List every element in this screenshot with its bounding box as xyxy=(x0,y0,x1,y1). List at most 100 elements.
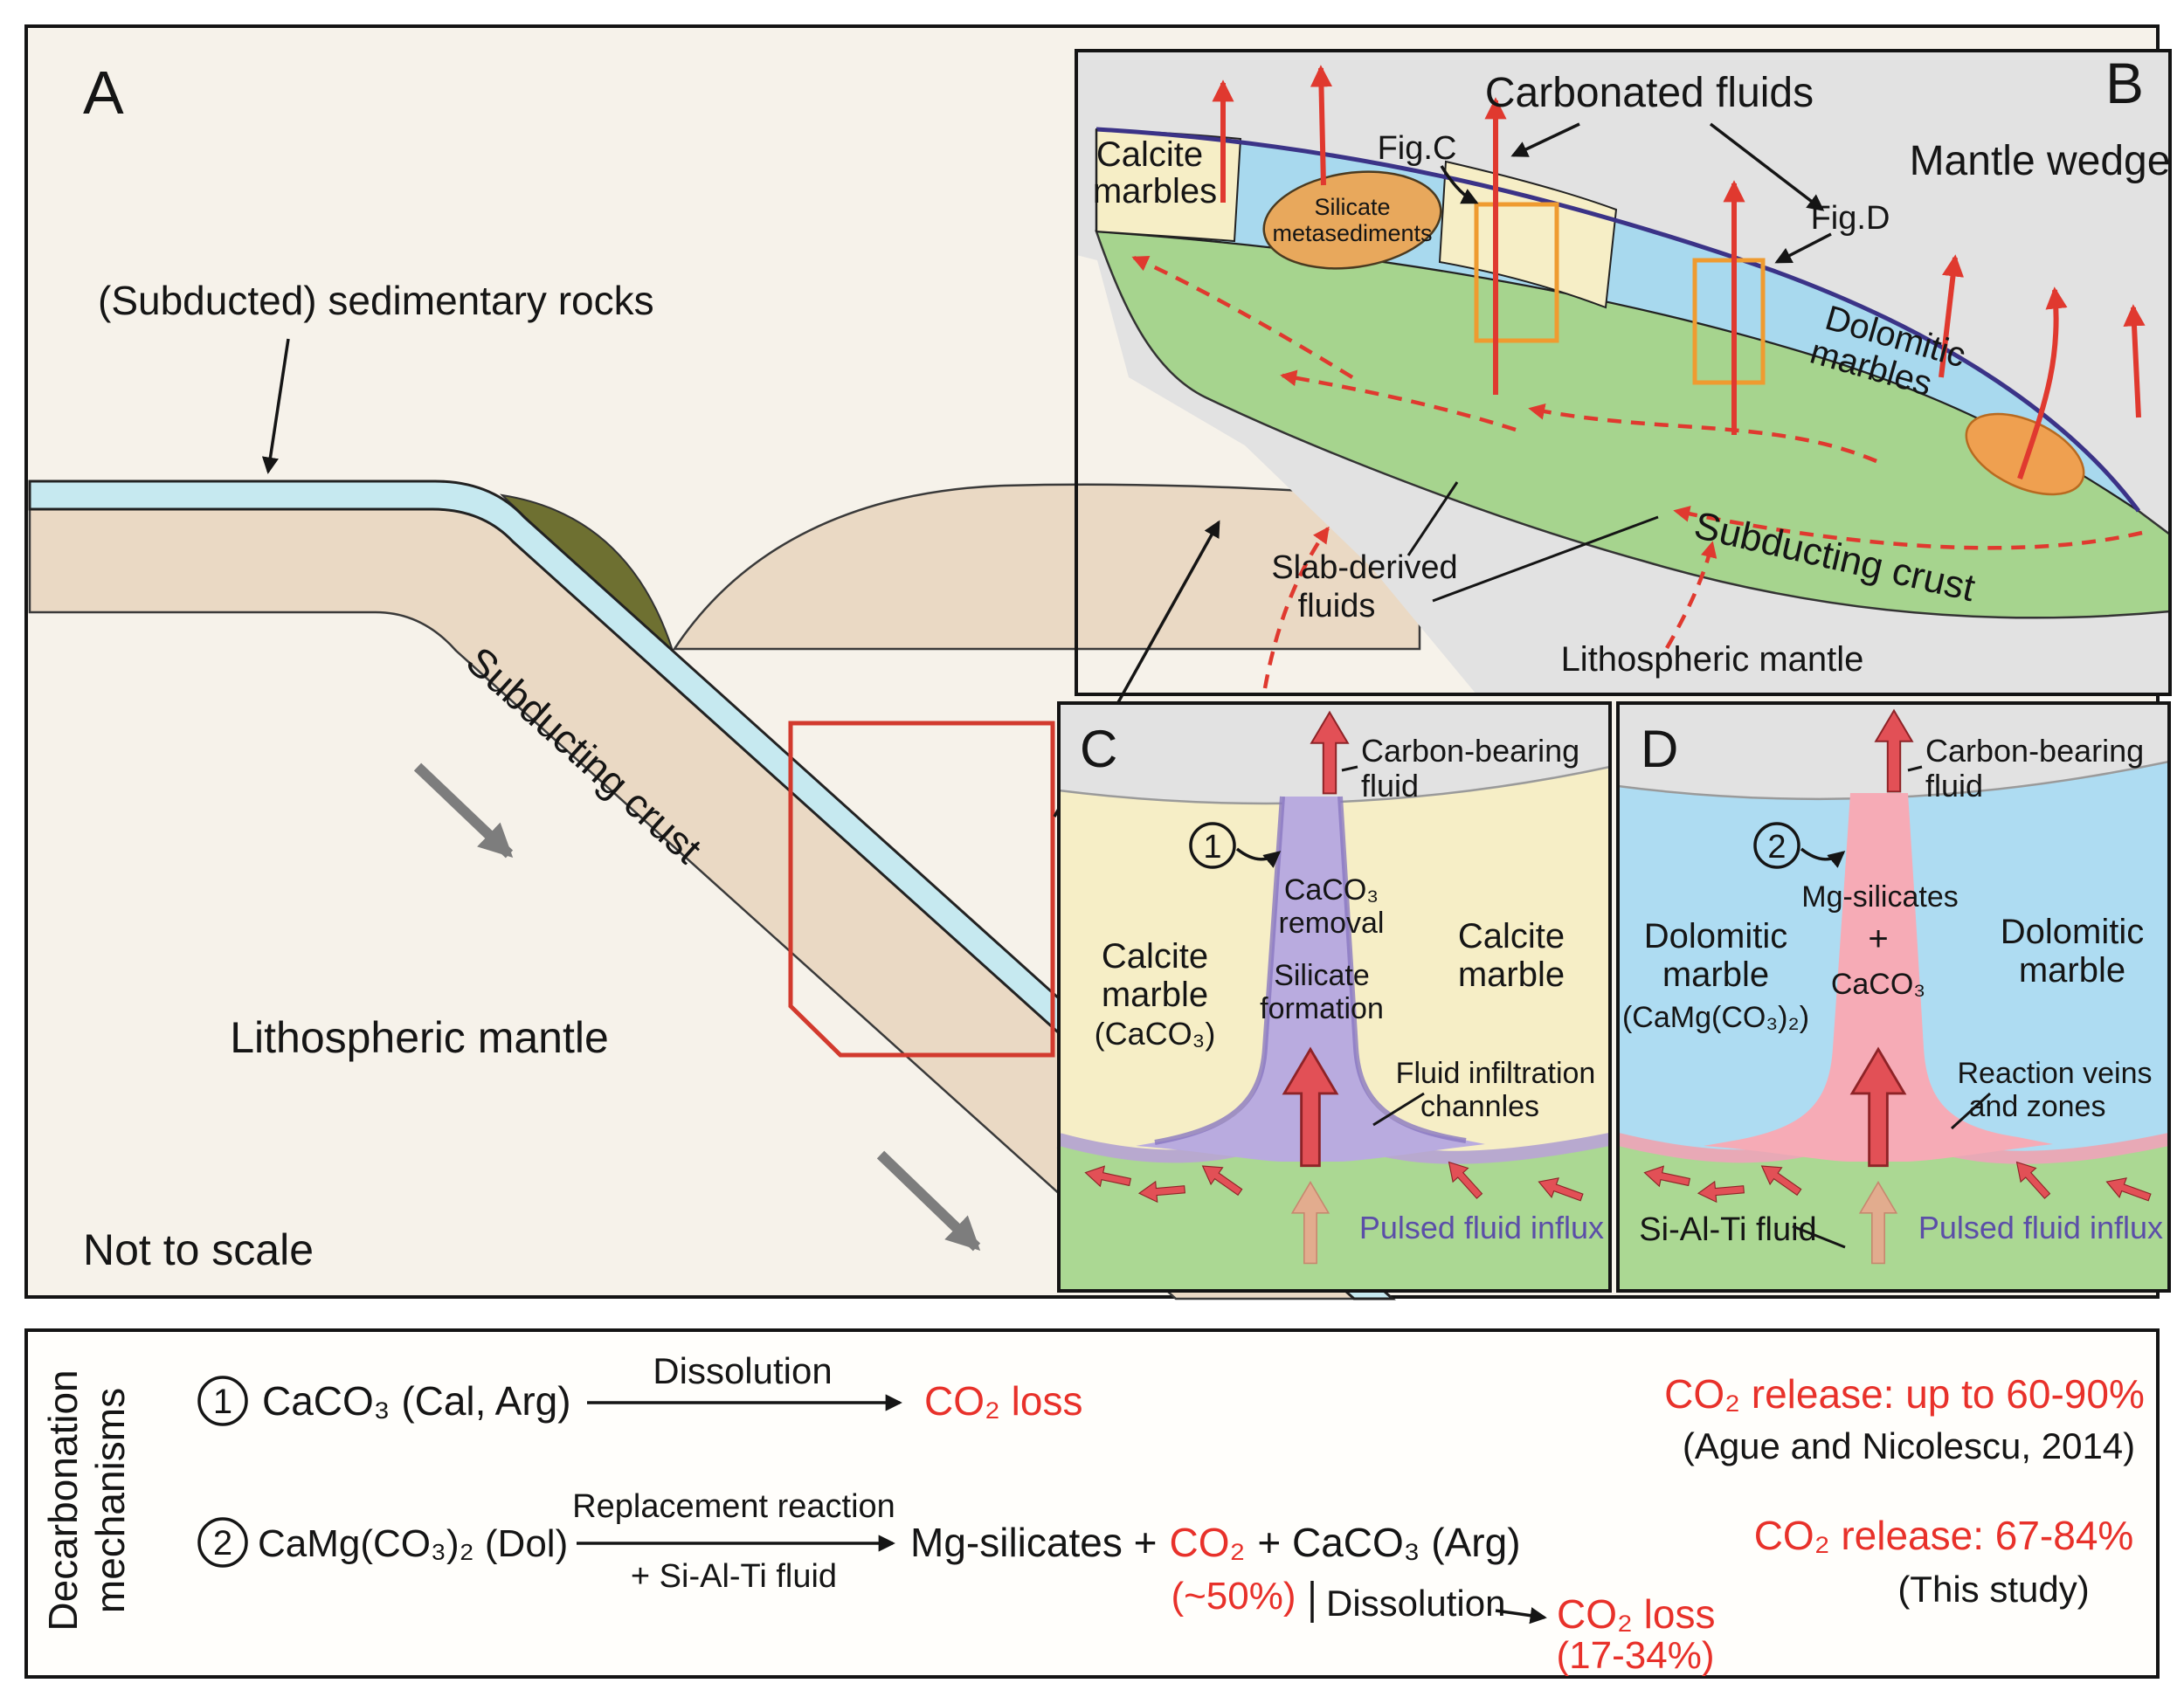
fig-d-region-box xyxy=(1692,258,1766,385)
dashed-fluid-arrow xyxy=(1131,255,1354,379)
reaction-1-badge xyxy=(197,1376,248,1426)
reaction-1-number: 1 xyxy=(213,1383,232,1421)
reaction-veins-label-2: and zones xyxy=(1969,1090,2106,1123)
carbon-bearing-label-c-1: Carbon-bearing xyxy=(1361,733,1579,769)
infiltration-leader xyxy=(1372,1092,1425,1127)
carbonated-fluid-arrows xyxy=(1212,65,2146,479)
dolomitic-marble-right-1: Dolomitic xyxy=(2001,913,2144,951)
reaction-1-release: CO₂ release: up to 60-90% xyxy=(1664,1371,2145,1417)
reaction-2-pct: (~50%) xyxy=(1171,1575,1296,1618)
slab-derived-fluids-label-2: fluids xyxy=(1298,588,1376,624)
silicate-metasediments-label-1: Silicate xyxy=(1314,194,1390,220)
fig-c-label: Fig.C xyxy=(1378,130,1457,167)
calcite-marble-left-2: marble xyxy=(1102,976,1208,1014)
plate-motion-arrows xyxy=(413,762,981,1252)
panel-d: 2 D Carbon-bearing fluid Mg-silicates + … xyxy=(1615,701,2171,1293)
pulsed-fluid-influx-label-d: Pulsed fluid influx xyxy=(1918,1210,2163,1245)
fluid-source-region-c xyxy=(1059,1142,1610,1291)
reaction-2-number: 2 xyxy=(213,1524,232,1562)
mechanism-1-badge xyxy=(1189,822,1236,869)
carbon-bearing-label-c-2: fluid xyxy=(1361,768,1419,804)
not-to-scale-label: Not to scale xyxy=(83,1225,314,1274)
motion-arrow-lower xyxy=(876,1150,981,1252)
reaction-1-product: CO₂ loss xyxy=(924,1378,1082,1424)
dashed-fluid-arrow xyxy=(1262,526,1330,689)
fluid-channel-c xyxy=(1136,797,1485,1162)
carbonated-fluids-label: Carbonated fluids xyxy=(1485,70,1814,116)
caco3-label: CaCO₃ xyxy=(1831,968,1925,1001)
fluid-arrow xyxy=(1939,254,1965,378)
dissolution-arrow xyxy=(1495,1607,1547,1625)
carbon-fluid-leader-c xyxy=(1341,765,1358,772)
sedimentary-rocks-label: (Subducted) sedimentary rocks xyxy=(98,278,654,323)
motion-arrow-upper xyxy=(413,762,514,859)
dashed-fluid-arrow xyxy=(1528,403,1877,464)
panel-b-label: B xyxy=(2105,51,2144,115)
reaction-veins-label-1: Reaction veins xyxy=(1957,1057,2152,1090)
panel-d-label: D xyxy=(1641,720,1678,778)
reaction-2-dissolution: Dissolution xyxy=(1326,1583,1505,1624)
reaction-2-loss: CO₂ loss xyxy=(1557,1591,1715,1637)
silicate-metasediments-label-2: metasediments xyxy=(1272,220,1432,246)
reaction-2-reactant: CaMg(CO₃)₂ (Dol) xyxy=(258,1522,568,1565)
dolomitic-marble-left-1: Dolomitic xyxy=(1644,917,1787,955)
mantle-wedge-label: Mantle wedge xyxy=(1910,138,2171,184)
dashed-fluid-arrow xyxy=(1280,369,1517,432)
sidebar-title-2: mechanisms xyxy=(87,1388,133,1613)
reaction-channel-d xyxy=(1704,793,2053,1162)
mechanism-2-number: 2 xyxy=(1767,829,1786,866)
mechanism-1-number: 1 xyxy=(1203,829,1221,866)
silicate-metasediments-blob xyxy=(1262,170,1442,270)
calcite-marble-left-3: (CaCO₃) xyxy=(1095,1016,1216,1052)
carbon-bearing-label-d-2: fluid xyxy=(1925,768,1983,804)
panel-b: B Carbonated fluids Mantle wedge Calcite… xyxy=(1075,49,2172,696)
mechanism-1-pointer xyxy=(1235,847,1282,868)
reaction-2-loss-pct: (17-34%) xyxy=(1557,1634,1715,1677)
reaction-2-arrow-bottom: + Si-Al-Ti fluid xyxy=(631,1558,837,1595)
slab-derived-fluid-arrows xyxy=(1131,255,2143,689)
reaction-1-citation: (Ague and Nicolescu, 2014) xyxy=(1683,1425,2135,1466)
reaction-veins-leader xyxy=(1950,1092,1992,1130)
co2-term: CO₂ xyxy=(1169,1520,1245,1565)
reaction-1-arrow-label: Dissolution xyxy=(653,1350,832,1391)
mechanism-2-pointer xyxy=(1800,847,1846,868)
slab-fluids-leader-2 xyxy=(1432,515,1659,603)
fluid-infiltration-label-2: channles xyxy=(1420,1090,1539,1123)
calcite-marble-right-1: Calcite xyxy=(1458,917,1565,955)
mechanisms-panel: Decarbonation mechanisms 1 CaCO₃ (Cal, A… xyxy=(24,1328,2160,1679)
panel-d-frame xyxy=(1616,701,2171,1293)
reaction-2-product: Mg-silicates +CO₂+ CaCO₃ (Arg) xyxy=(910,1520,1521,1565)
caco3-removal-label-1: CaCO₃ xyxy=(1284,873,1379,907)
zoom-region-rectangle xyxy=(788,721,1055,1058)
fig-c-region-box xyxy=(1474,202,1559,343)
fluid-arrow-curved xyxy=(2017,286,2068,479)
mg-silicates-label: Mg-silicates xyxy=(1801,880,1958,914)
slab-derived-fluids-label-1: Slab-derived xyxy=(1271,549,1457,586)
carbonated-fluids-pointer-right xyxy=(1709,122,1825,211)
fluid-arrow xyxy=(2123,304,2146,418)
dashed-fluid-arrow xyxy=(1673,506,2143,550)
mechanisms-frame xyxy=(24,1328,2160,1679)
fluid-arrow xyxy=(1310,65,1333,186)
calcite-marble-left-1: Calcite xyxy=(1102,937,1208,976)
carbonated-fluids-pointer-left xyxy=(1510,122,1580,157)
panel-c: 1 C Carbon-bearing fluid CaCO₃ removal S… xyxy=(1056,701,1612,1293)
calcite-marbles-label-1: Calcite xyxy=(1096,135,1203,174)
fluid-infiltration-label-1: Fluid infiltration xyxy=(1396,1057,1596,1090)
carbon-bearing-label-d-1: Carbon-bearing xyxy=(1925,733,2144,769)
channel-edge-right xyxy=(1337,796,1467,1143)
silicate-formation-label-1: Silicate xyxy=(1274,959,1370,992)
dolomitic-marble-left-2: marble xyxy=(1662,955,1769,994)
dashed-fluid-arrow xyxy=(1665,541,1717,650)
sedimentary-rocks-pointer xyxy=(261,338,290,474)
reaction-2-badge xyxy=(197,1517,248,1568)
fig-c-pointer xyxy=(1440,165,1479,204)
caco3-removal-label-2: removal xyxy=(1279,907,1385,940)
silicate-formation-label-2: formation xyxy=(1260,992,1384,1025)
reaction-1-reactant: CaCO₃ (Cal, Arg) xyxy=(262,1378,571,1424)
calcite-marble-right-2: marble xyxy=(1458,955,1565,994)
lithospheric-mantle-label-a: Lithospheric mantle xyxy=(230,1013,609,1062)
sedimentary-layer xyxy=(28,479,1396,1300)
